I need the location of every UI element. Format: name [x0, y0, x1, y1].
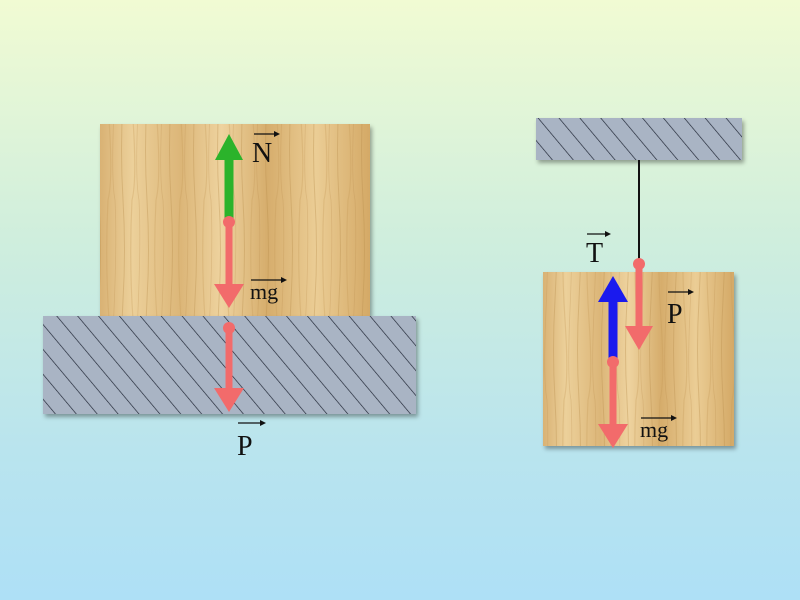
normal-force-arrow: [215, 134, 243, 222]
label-mg-right-text: mg: [640, 417, 668, 442]
label-n: N: [252, 131, 280, 169]
label-p-right: P: [667, 289, 694, 330]
label-mg-left-text: mg: [250, 279, 278, 304]
label-p-left: P: [237, 420, 266, 462]
right-scene: T P mg: [536, 118, 742, 448]
label-t: T: [586, 231, 611, 269]
label-mg-left: mg: [250, 277, 287, 304]
ceiling-support: [536, 118, 742, 160]
label-p-right-text: P: [667, 299, 683, 330]
label-p-left-text: P: [237, 431, 253, 462]
weight-arrow-right: [598, 356, 628, 448]
label-n-text: N: [252, 138, 272, 169]
pressure-arrow-left: [214, 322, 244, 412]
label-mg-right: mg: [640, 415, 677, 442]
label-t-text: T: [586, 238, 603, 269]
left-scene: N mg P: [43, 124, 416, 462]
tension-arrow: [598, 276, 628, 360]
pressure-arrow-right: [625, 258, 653, 350]
weight-arrow-left: [214, 216, 244, 308]
